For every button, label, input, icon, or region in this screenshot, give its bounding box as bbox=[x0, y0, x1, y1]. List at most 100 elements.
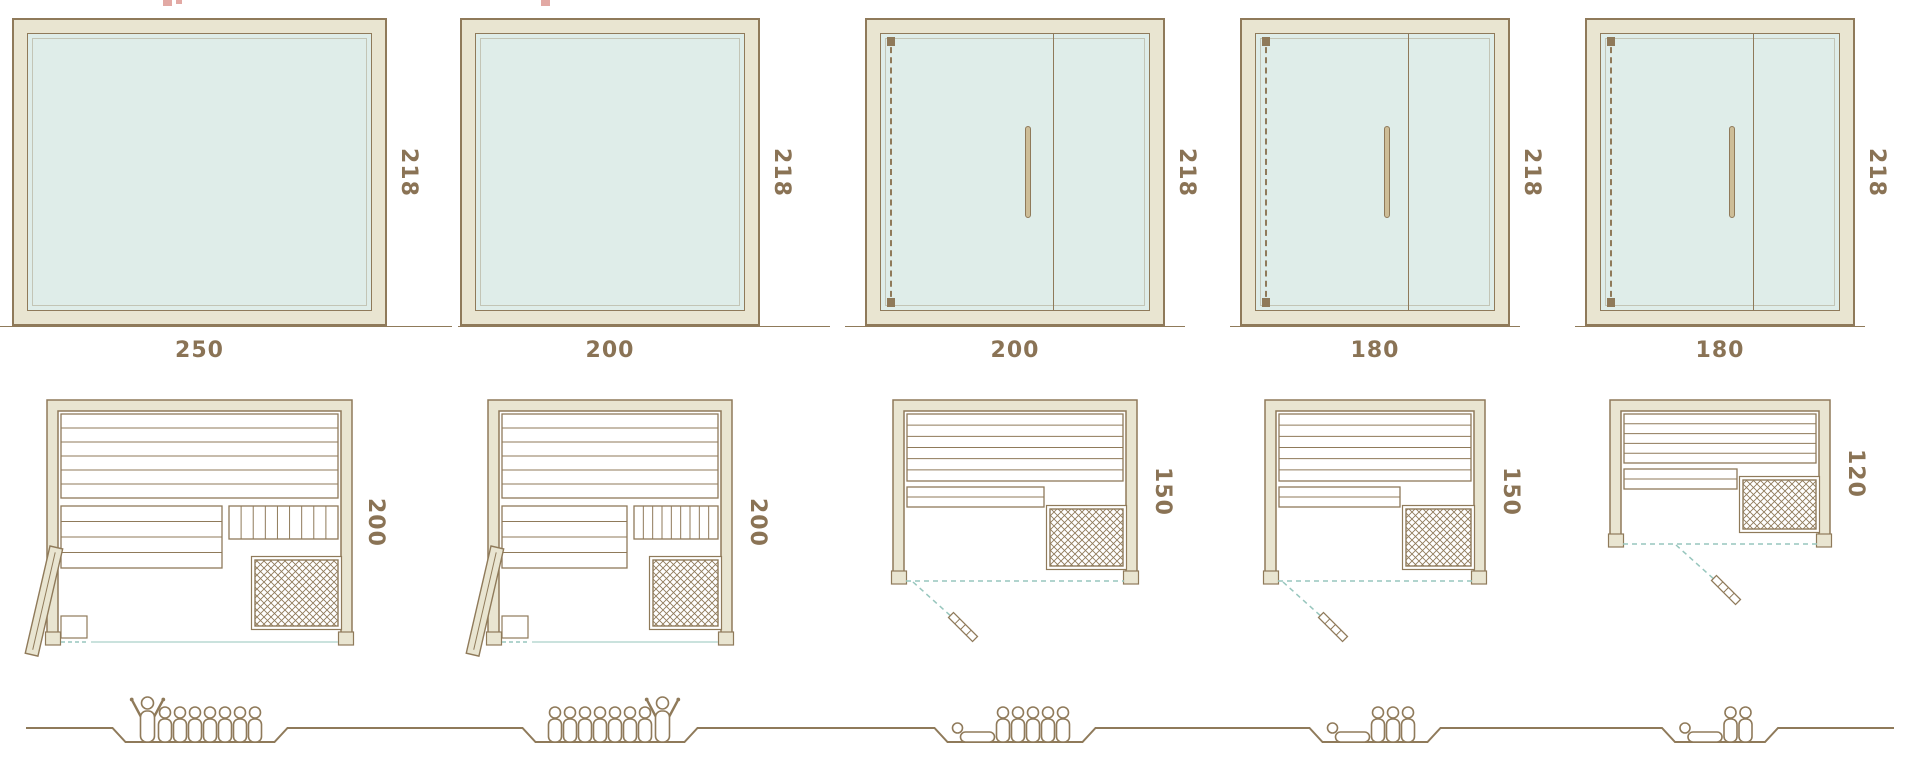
entry-step bbox=[501, 615, 529, 639]
person-icon bbox=[577, 706, 593, 743]
cropped-flag-mark bbox=[176, 0, 182, 4]
person-icon bbox=[592, 706, 608, 743]
hinge-mark bbox=[887, 37, 895, 46]
person-icon bbox=[157, 706, 173, 743]
ground-line-segment bbox=[845, 326, 1185, 327]
heater bbox=[652, 559, 719, 627]
person-icon bbox=[217, 706, 233, 743]
depth-dimension-label: 200 bbox=[363, 498, 388, 547]
front-post bbox=[717, 631, 735, 646]
person-icon bbox=[1385, 706, 1401, 743]
floor-plan bbox=[890, 399, 1140, 643]
floor-plan bbox=[24, 399, 355, 657]
reclining-person-icon bbox=[1326, 722, 1371, 743]
front-post bbox=[1122, 570, 1140, 585]
depth-dimension-label: 150 bbox=[1150, 467, 1175, 516]
person-icon bbox=[1723, 706, 1738, 743]
height-dimension-label: 218 bbox=[1174, 148, 1199, 197]
ground-line-segment bbox=[1230, 326, 1520, 327]
glass-door-front bbox=[880, 33, 1150, 311]
front-elevation bbox=[1240, 18, 1510, 326]
hinge-dashed-line bbox=[890, 37, 892, 307]
arms-up-person-icon bbox=[129, 696, 166, 743]
hinge-mark bbox=[887, 298, 895, 307]
door-panel-divider bbox=[1753, 34, 1755, 310]
person-icon bbox=[995, 706, 1011, 743]
width-dimension-label: 200 bbox=[990, 338, 1040, 363]
width-dimension-label: 200 bbox=[585, 338, 635, 363]
front-post bbox=[890, 570, 908, 585]
front-elevation bbox=[865, 18, 1165, 326]
person-icon bbox=[187, 706, 203, 743]
cropped-flag-mark bbox=[541, 0, 550, 6]
backrest-slats bbox=[228, 505, 339, 540]
height-dimension-label: 218 bbox=[1864, 148, 1889, 197]
door-leaf bbox=[1710, 574, 1742, 606]
person-icon bbox=[1055, 706, 1071, 743]
heater bbox=[1405, 508, 1472, 567]
person-icon bbox=[1400, 706, 1416, 743]
person-icon bbox=[637, 706, 653, 743]
front-post bbox=[1262, 570, 1280, 585]
hinge-mark bbox=[1607, 298, 1615, 307]
hinge-mark bbox=[1262, 37, 1270, 46]
front-elevation bbox=[12, 18, 387, 326]
hinge-mark bbox=[1607, 37, 1615, 46]
hinge-mark bbox=[1262, 298, 1270, 307]
person-icon bbox=[1010, 706, 1026, 743]
front-elevation bbox=[1585, 18, 1855, 326]
front-post bbox=[1607, 533, 1625, 548]
fixed-glass-panel bbox=[475, 33, 745, 311]
depth-dimension-label: 150 bbox=[1498, 467, 1523, 516]
person-icon bbox=[202, 706, 218, 743]
person-icon bbox=[1040, 706, 1056, 743]
height-dimension-label: 218 bbox=[1519, 148, 1544, 197]
door-leaf bbox=[947, 611, 979, 643]
heater bbox=[254, 559, 339, 627]
hinge-dashed-line bbox=[1610, 37, 1612, 307]
person-icon bbox=[547, 706, 563, 743]
ground-line-segment bbox=[1575, 326, 1865, 327]
door-handle bbox=[1728, 126, 1735, 218]
front-post bbox=[1470, 570, 1488, 585]
person-icon bbox=[232, 706, 248, 743]
person-icon bbox=[1738, 706, 1753, 743]
floor-plan bbox=[1607, 399, 1833, 606]
front-post bbox=[44, 631, 62, 646]
capacity-row bbox=[26, 696, 1894, 743]
door-panel-divider bbox=[1408, 34, 1410, 310]
width-dimension-label: 250 bbox=[175, 338, 224, 363]
person-icon bbox=[622, 706, 638, 743]
entry-step bbox=[60, 615, 88, 639]
door-leaf bbox=[1317, 611, 1349, 643]
width-dimension-label: 180 bbox=[1695, 338, 1745, 363]
front-post bbox=[1815, 533, 1833, 548]
floor-plan bbox=[465, 399, 735, 657]
width-dimension-label: 180 bbox=[1350, 338, 1400, 363]
heater bbox=[1742, 479, 1817, 530]
arms-up-person-icon bbox=[644, 696, 681, 743]
front-elevation bbox=[460, 18, 760, 326]
reclining-person-icon bbox=[951, 722, 996, 743]
depth-dimension-label: 200 bbox=[745, 498, 770, 547]
bench-boards bbox=[1623, 413, 1817, 464]
height-dimension-label: 218 bbox=[769, 148, 794, 197]
glass-door-front bbox=[1600, 33, 1840, 311]
door-handle bbox=[1383, 126, 1390, 218]
front-post bbox=[485, 631, 503, 646]
backrest-slats bbox=[633, 505, 719, 540]
hinge-dashed-line bbox=[1265, 37, 1267, 307]
front-post bbox=[337, 631, 355, 646]
height-dimension-label: 218 bbox=[396, 148, 421, 197]
person-icon bbox=[562, 706, 578, 743]
person-icon bbox=[247, 706, 263, 743]
person-icon bbox=[607, 706, 623, 743]
depth-dimension-label: 120 bbox=[1843, 449, 1868, 498]
heater bbox=[1049, 508, 1124, 567]
door-leaf bbox=[24, 545, 64, 657]
glass-door-front bbox=[1255, 33, 1495, 311]
reclining-person-icon bbox=[1679, 722, 1723, 743]
ground-line-segment bbox=[0, 326, 452, 327]
door-leaf bbox=[465, 545, 505, 657]
